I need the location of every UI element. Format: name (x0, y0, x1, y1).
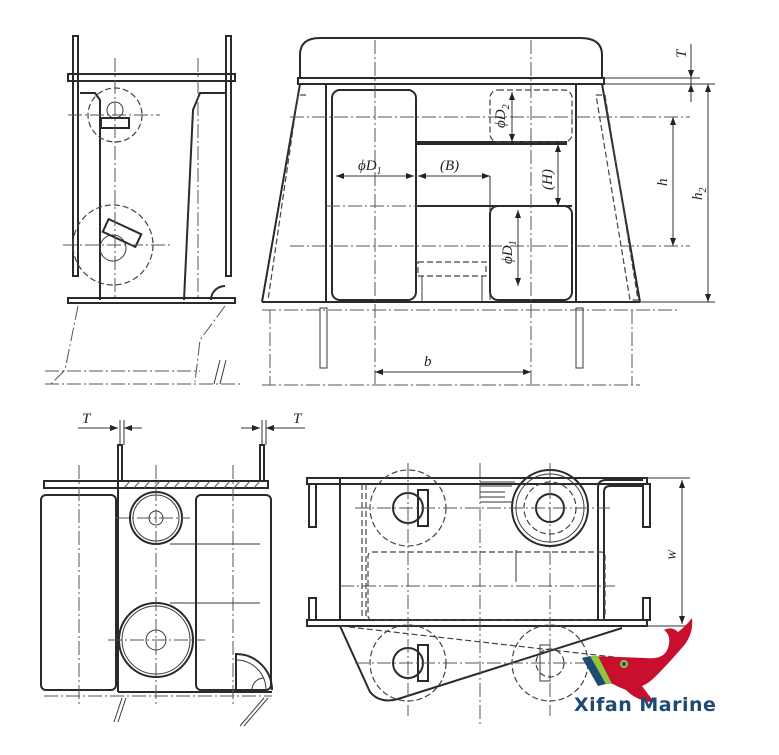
label-w: W (665, 549, 679, 560)
label-h-paren: (H) (540, 169, 556, 190)
side-view (45, 35, 240, 386)
label-t-left: T (82, 411, 92, 427)
label-phi-d2: ϕD2 (493, 104, 512, 128)
brand-text: Xifan Marine (574, 694, 717, 716)
label-t-front: T (674, 48, 690, 58)
label-b: b (424, 354, 432, 370)
label-phi-d1-horizontal: ϕD1 (358, 158, 382, 177)
xifan-marine-whale-logo (582, 618, 693, 702)
front-view: ϕD1 (B) ϕD2 (H) ϕD1 h h2 T b (261, 37, 715, 386)
label-h2: h2 (690, 188, 709, 201)
label-t-right: T (293, 411, 303, 427)
plan-view-small: T T (40, 411, 305, 727)
label-phi-d1-vertical: ϕD1 (500, 240, 519, 264)
plan-view-large: W (306, 463, 690, 725)
label-b-paren: (B) (440, 158, 459, 174)
label-h: h (655, 179, 671, 187)
